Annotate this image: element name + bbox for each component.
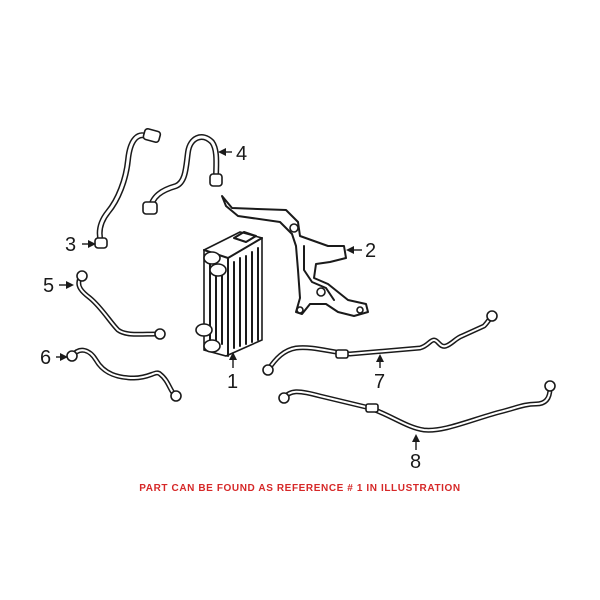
callout-3: 3	[65, 234, 96, 256]
line-part-7[interactable]	[262, 310, 498, 376]
callout-number: 4	[236, 143, 247, 165]
oil-cooler-part-1[interactable]	[195, 231, 263, 357]
callout-number: 8	[410, 451, 421, 473]
callout-number: 6	[40, 347, 51, 369]
callout-1: 1	[227, 352, 238, 393]
hose-part-4[interactable]	[142, 134, 223, 215]
bracket-part-2[interactable]	[221, 195, 369, 317]
callout-6: 6	[40, 347, 68, 369]
tube-part-6[interactable]	[66, 347, 182, 402]
callout-7: 7	[374, 354, 385, 393]
reference-note: PART CAN BE FOUND AS REFERENCE # 1 IN IL…	[139, 483, 461, 494]
callout-8: 8	[410, 434, 421, 473]
callout-4: 4	[218, 143, 247, 165]
callout-number: 3	[65, 234, 76, 256]
callout-2: 2	[346, 240, 376, 262]
callout-number: 5	[43, 275, 54, 297]
callout-number: 7	[374, 371, 385, 393]
callout-number: 1	[227, 371, 238, 393]
hose-part-3[interactable]	[94, 127, 162, 249]
callout-5: 5	[43, 275, 74, 297]
callout-number: 2	[365, 240, 376, 262]
tube-part-5[interactable]	[76, 270, 166, 340]
line-part-8[interactable]	[278, 380, 556, 433]
